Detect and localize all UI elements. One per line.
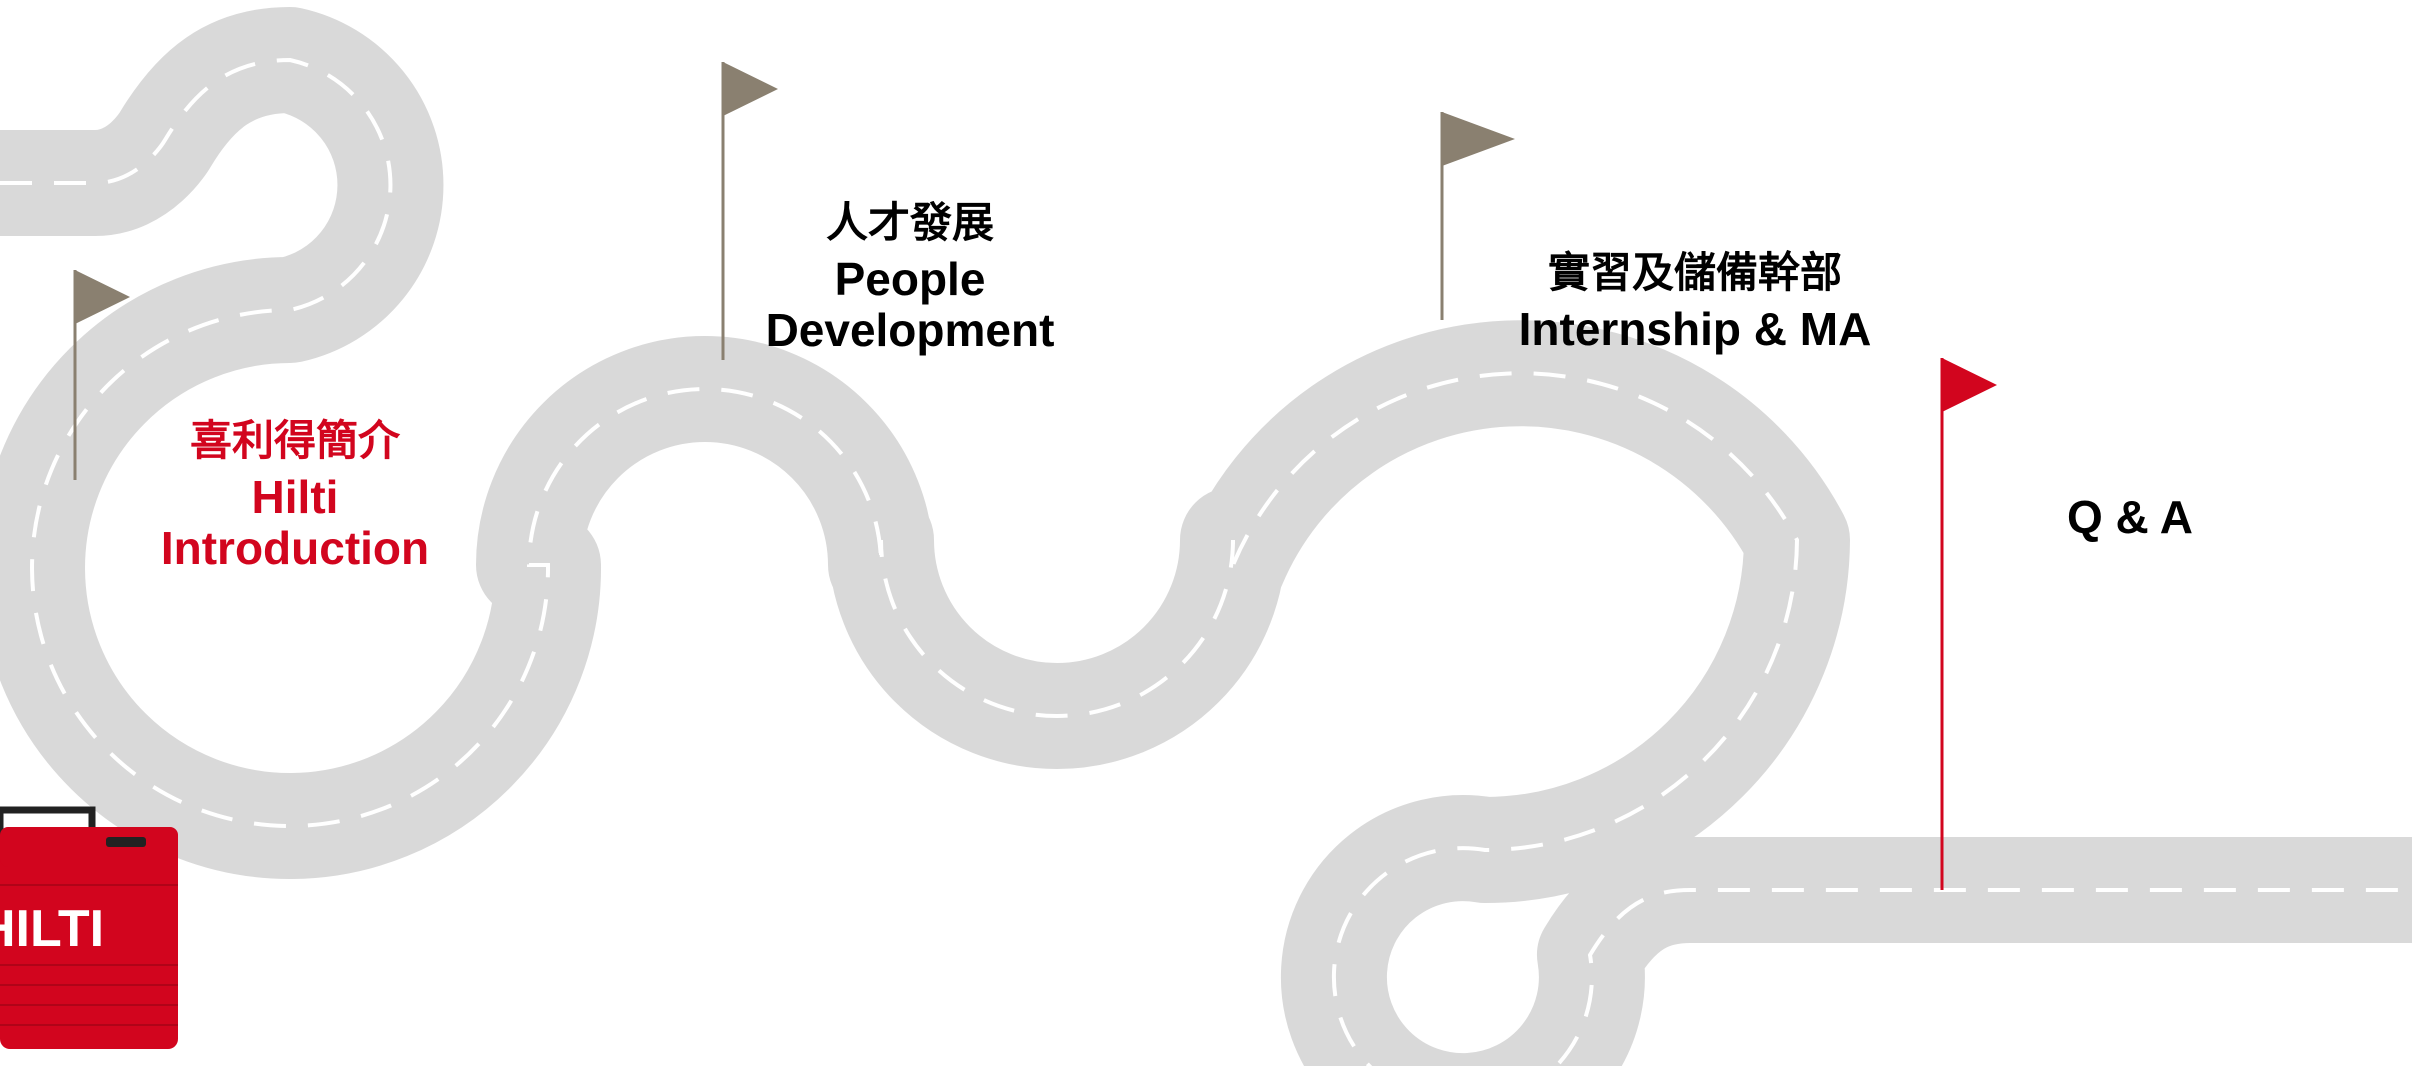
stop-title-en-line1: Hilti xyxy=(251,471,339,524)
stop-title-en-line1: Internship & MA xyxy=(1518,303,1872,356)
stop-title-cjk: 喜利得簡介 xyxy=(189,416,400,465)
stop-title-en-line1: Q & A xyxy=(2066,491,2194,543)
stop-title-en-line2: Introduction xyxy=(160,521,430,574)
lane-markings xyxy=(0,57,2412,1071)
stop-hilti-introduction: 喜利得簡介 Hilti Introduction xyxy=(150,416,440,574)
stop-title-cjk: 人才發展 xyxy=(825,198,994,247)
hilti-toolcase-icon: HILTI xyxy=(0,806,178,1049)
gray-flag-icon xyxy=(723,62,778,116)
milestone-flag-2 xyxy=(721,62,778,360)
red-flag-icon xyxy=(1942,358,1997,412)
milestone-flag-final xyxy=(1940,358,1997,890)
gray-flag-icon xyxy=(75,270,130,324)
gray-flag-icon xyxy=(1442,112,1515,166)
milestone-flag-1 xyxy=(73,270,130,480)
milestone-flag-3 xyxy=(1440,112,1515,320)
case-brand-text: HILTI xyxy=(0,900,104,958)
stop-title-cjk: 實習及儲備幹部 xyxy=(1547,248,1842,297)
stop-title-en-line2: Development xyxy=(765,303,1055,356)
stop-title-en-line1: People xyxy=(834,253,986,306)
stop-people-development: 人才發展 People Development xyxy=(740,198,1080,356)
stop-q-and-a: Q & A xyxy=(2030,492,2230,543)
stop-internship-ma: 實習及儲備幹部 Internship & MA xyxy=(1490,248,1900,356)
